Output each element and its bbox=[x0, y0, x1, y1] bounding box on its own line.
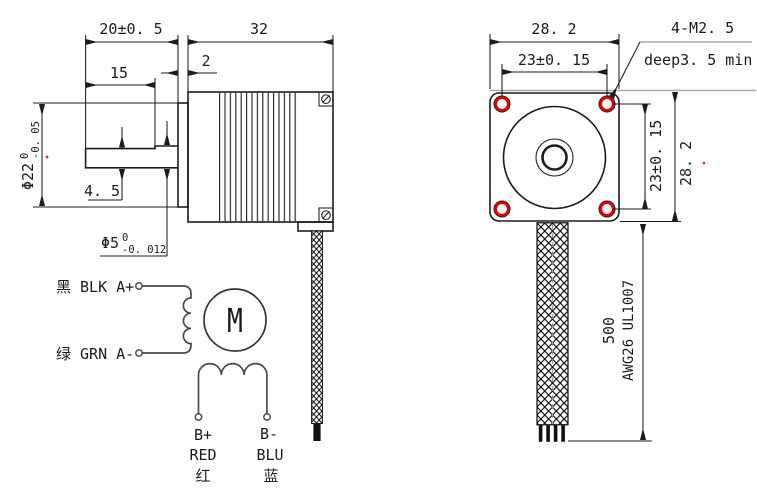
dim-boss-diameter-upper-tol: 0 bbox=[19, 153, 31, 159]
side-view-dimension-lines bbox=[38, 38, 333, 257]
corner-hole-symbol-bottom bbox=[318, 207, 334, 223]
motor-symbol-circle bbox=[203, 288, 267, 352]
terminal-b-plus bbox=[194, 413, 203, 421]
red-artifact-dot-right bbox=[702, 161, 706, 165]
red-artifact-dot-left bbox=[45, 155, 49, 159]
b-plus-color-en: RED bbox=[189, 446, 216, 464]
side-view-extension-lines bbox=[33, 35, 334, 208]
mounting-hole-top-left bbox=[493, 95, 511, 113]
dim-shaft-length: 20±0. 5 bbox=[99, 20, 162, 38]
cable-spec: AWG26 UL1007 bbox=[621, 280, 637, 381]
phase-a-plus-label: 黑 BLK A+ bbox=[56, 278, 134, 296]
b-plus-color-cn: 红 bbox=[195, 467, 210, 485]
wiring-diagram: 黑 BLK A+ 绿 GRN A- M B+ RED 红 B- BLU 蓝 bbox=[56, 278, 284, 485]
cable-wires bbox=[538, 424, 565, 442]
dim-boss-thickness: 2 bbox=[201, 52, 210, 70]
pilot-boss-side bbox=[177, 102, 189, 208]
dim-cable-length: 500 bbox=[600, 317, 618, 344]
dim-hole-spacing-right-text: 23±0. 15 bbox=[647, 120, 665, 192]
mounting-hole-bottom-right bbox=[598, 200, 616, 218]
dim-front-height-text: 28. 2 bbox=[677, 141, 695, 186]
screw-callout-line1: 4-M2. 5 bbox=[671, 19, 734, 37]
b-minus-color-en: BLU bbox=[256, 446, 283, 464]
dim-shaft-diameter-main: Φ5 bbox=[101, 234, 119, 252]
shaft-circle bbox=[541, 144, 568, 171]
motor-body-front bbox=[489, 92, 620, 222]
cable-side-tip bbox=[313, 423, 321, 441]
coil-b bbox=[197, 362, 268, 414]
dim-hole-spacing-top: 23±0. 15 bbox=[518, 51, 590, 69]
corner-hole-symbol-top bbox=[318, 91, 334, 107]
dim-cable-length-text: 500 bbox=[600, 317, 618, 344]
b-minus-color-cn: 蓝 bbox=[263, 467, 278, 485]
dim-flat-length: 15 bbox=[110, 64, 128, 82]
motor-symbol-letter: M bbox=[227, 302, 243, 341]
dim-front-width: 28. 2 bbox=[531, 20, 576, 38]
dim-boss-diameter-main: Φ22 bbox=[19, 163, 37, 190]
b-minus-label: B- bbox=[260, 425, 278, 443]
lamination-stack bbox=[219, 92, 300, 222]
dim-shaft-diameter-upper-tol: 0 bbox=[122, 232, 128, 244]
front-view: 28. 2 23±0. 15 4-M2. 5 deep3. 5 min 23±0… bbox=[489, 19, 756, 442]
cable-side-braid bbox=[311, 231, 323, 424]
b-plus-label: B+ bbox=[194, 426, 212, 444]
screw-callout-line2: deep3. 5 min bbox=[644, 51, 752, 69]
pilot-boss-circle bbox=[502, 105, 607, 210]
dim-boss-diameter: Φ22 0 -0. 05 bbox=[19, 121, 42, 190]
phase-a-minus-label: 绿 GRN A- bbox=[56, 345, 134, 363]
dim-flat-height: 4. 5 bbox=[84, 182, 120, 200]
hub-circle bbox=[535, 138, 574, 177]
dim-shaft-diameter-lower-tol: -0. 012 bbox=[122, 244, 166, 256]
side-view: 20±0. 5 32 2 15 4. 5 Φ22 0 -0. 05 Φ5 0 -… bbox=[19, 20, 334, 441]
terminal-a-plus bbox=[135, 282, 143, 290]
mounting-hole-top-right bbox=[598, 95, 616, 113]
cable-mount bbox=[297, 221, 334, 232]
motor-shaft bbox=[84, 145, 178, 169]
dim-shaft-diameter: Φ5 0 -0. 012 bbox=[101, 232, 166, 256]
front-view-extension-lines bbox=[489, 34, 752, 442]
mounting-holes bbox=[493, 95, 616, 218]
dim-boss-diameter-lower-tol: -0. 05 bbox=[30, 121, 42, 159]
cable-spec-text: AWG26 UL1007 bbox=[621, 280, 637, 381]
coil-a bbox=[142, 285, 192, 354]
dim-front-height: 28. 2 bbox=[677, 141, 695, 186]
screw-callout-leader bbox=[608, 41, 641, 99]
terminal-a-minus bbox=[135, 349, 143, 357]
dim-body-length: 32 bbox=[250, 20, 268, 38]
terminal-b-minus bbox=[263, 413, 271, 421]
front-view-dimension-lines bbox=[490, 38, 679, 440]
dim-hole-spacing-right: 23±0. 15 bbox=[647, 120, 665, 192]
mounting-hole-bottom-left bbox=[493, 200, 511, 218]
